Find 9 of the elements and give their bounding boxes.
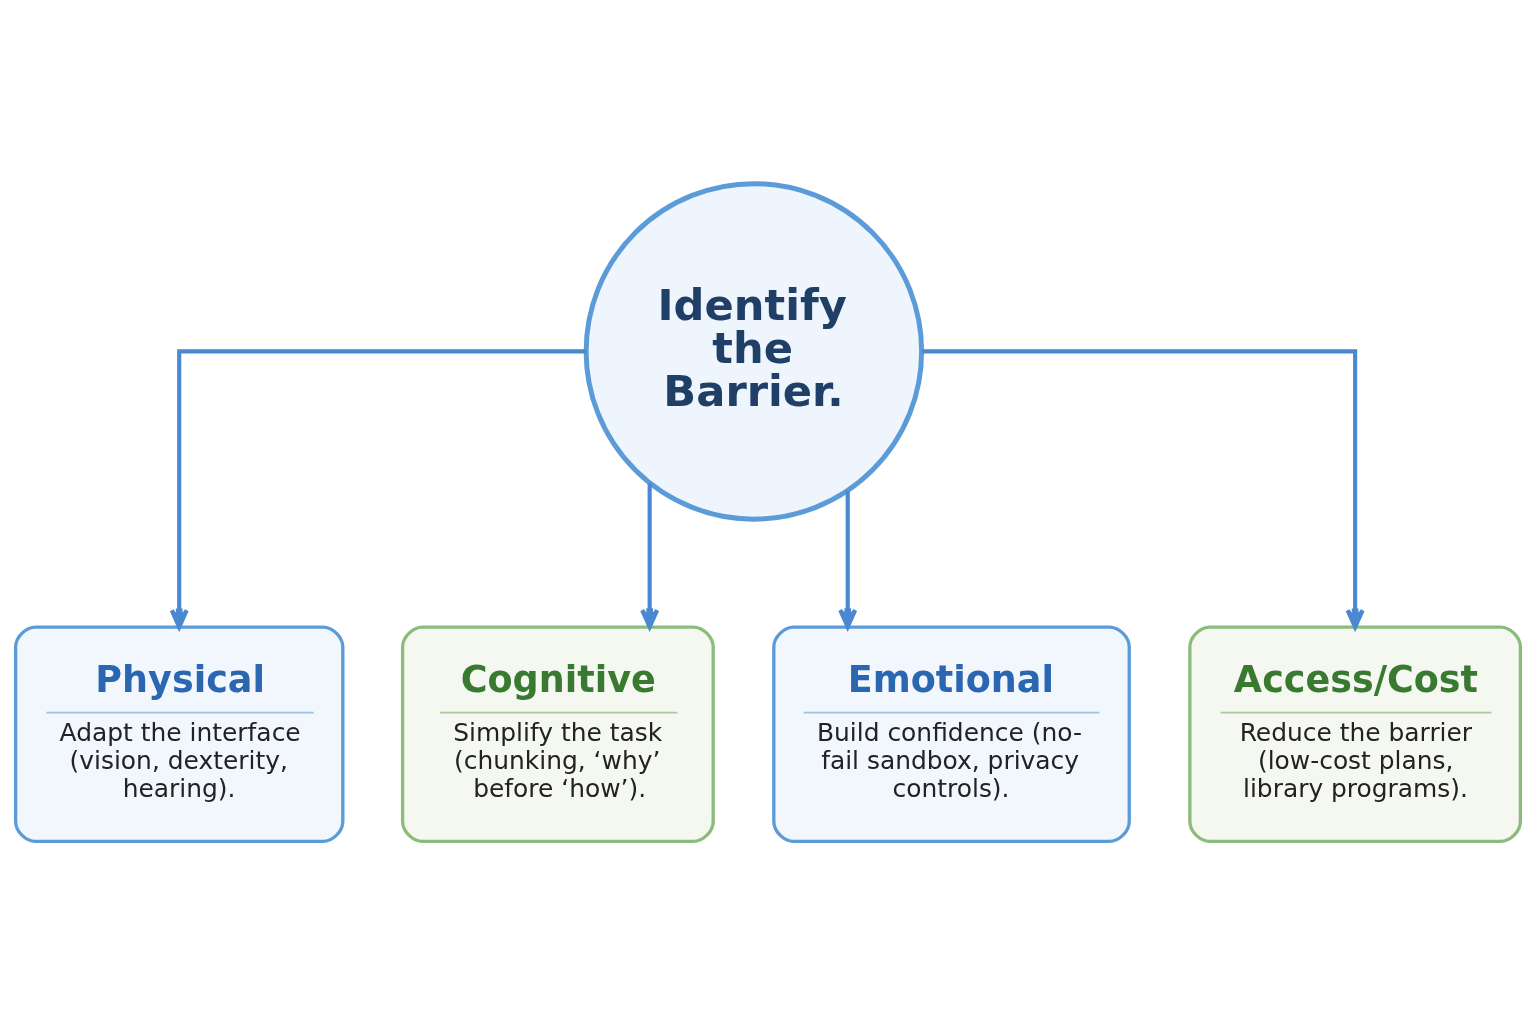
node-circle: Identify the Barrier. [583, 180, 925, 522]
arrow [922, 348, 1365, 629]
node-box: Emotional Build confidence (no-fail sandbox, privacy controls). [772, 624, 1131, 843]
arrow [838, 490, 858, 629]
node-box: Access/Cost Reduce the barrier (low-cost plans, library programs). [1188, 624, 1523, 843]
node-box: Cognitive Simplify the task (chunking, ‘why’ before ‘how’). [400, 624, 715, 843]
arrow [640, 482, 660, 629]
node-box: Physical Adapt the interface (vision, dexterity, hearing). [13, 624, 345, 843]
arrow [169, 348, 587, 629]
